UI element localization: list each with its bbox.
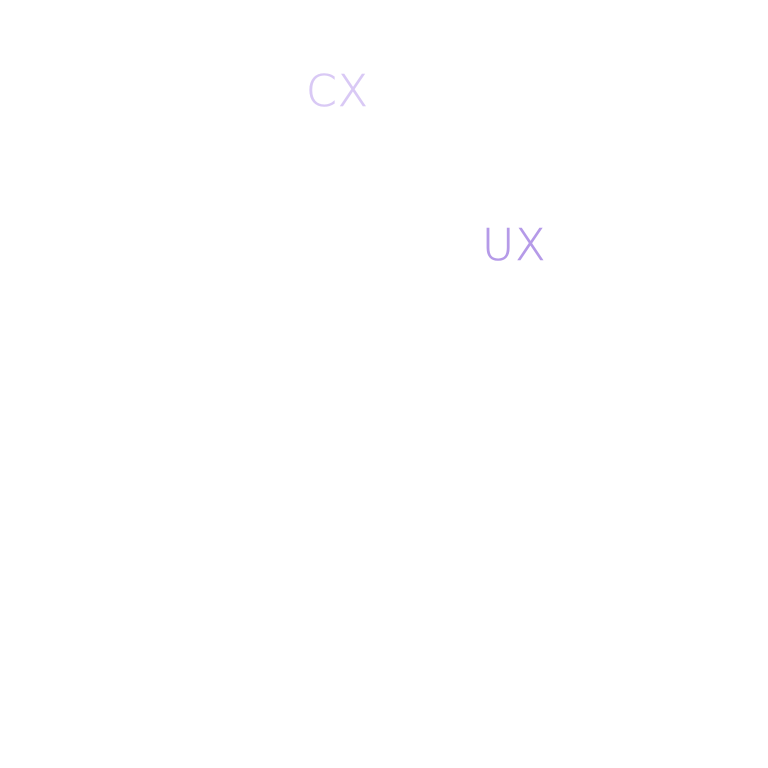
cx-text: CX	[306, 66, 369, 117]
ux-text: UX	[482, 220, 547, 271]
